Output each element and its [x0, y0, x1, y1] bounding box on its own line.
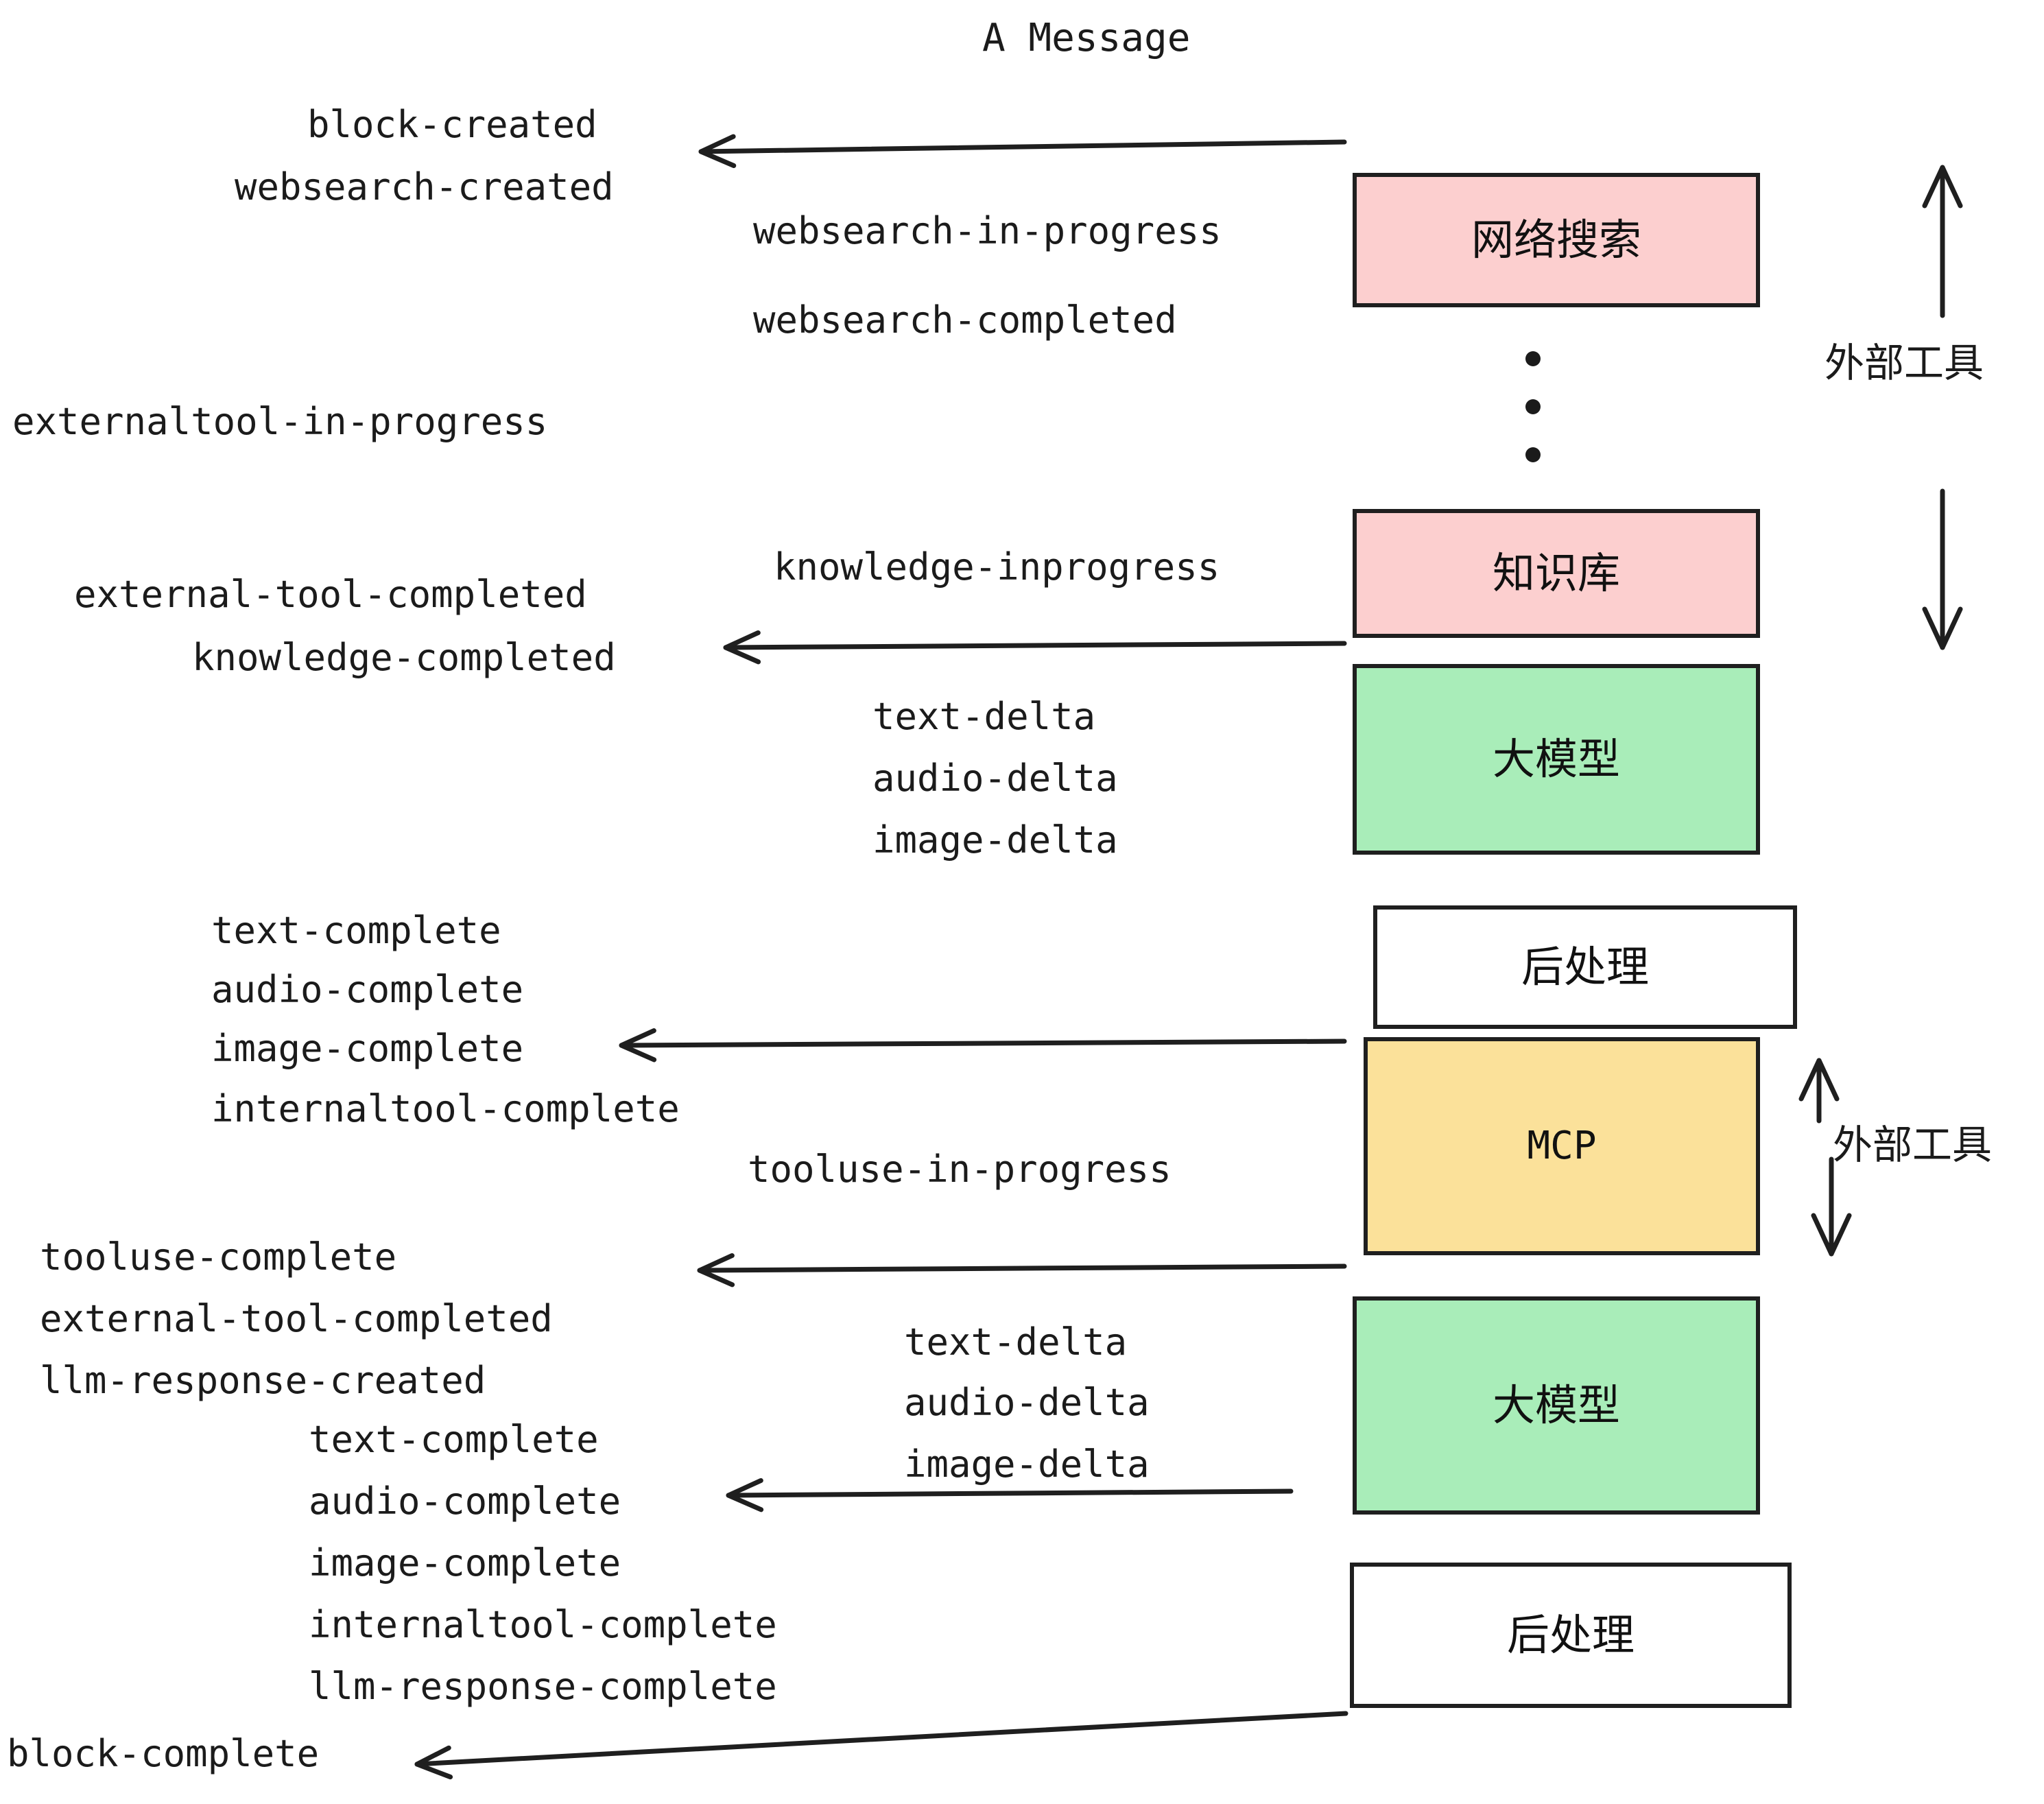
event-label-tooluse-complete: tooluse-complete [40, 1235, 397, 1279]
event-label-external-tool-completed-1: external-tool-completed [74, 573, 587, 616]
node-llm-2: 大模型 [1353, 1296, 1760, 1515]
node-knowledge: 知识库 [1353, 509, 1760, 638]
event-label-block-created: block-created [307, 103, 597, 146]
event-label-knowledge-inprogress: knowledge-inprogress [774, 545, 1220, 589]
event-label-externaltool-in-progress: externaltool-in-progress [12, 400, 548, 443]
event-label-image-delta-1: image-delta [872, 818, 1118, 862]
node-post-1: 后处理 [1373, 905, 1797, 1029]
node-mcp: MCP [1364, 1037, 1760, 1255]
event-label-websearch-in-progress: websearch-in-progress [753, 209, 1222, 252]
event-label-audio-delta-1: audio-delta [872, 757, 1118, 800]
event-label-audio-complete-2: audio-complete [309, 1480, 621, 1523]
event-label-block-complete: block-complete [7, 1732, 320, 1775]
event-label-text-complete-2: text-complete [309, 1418, 599, 1461]
arrow-external-tools-range-down-bottom [1811, 1156, 1852, 1257]
event-label-audio-delta-2: audio-delta [904, 1381, 1150, 1424]
side-label-external-tools-bottom: 外部工具 [1833, 1121, 1993, 1168]
event-label-websearch-created: websearch-created [235, 165, 614, 209]
arrow-external-tools-range-down-top [1922, 488, 1963, 650]
event-label-image-complete-2: image-complete [309, 1541, 621, 1585]
event-label-text-complete-1: text-complete [211, 909, 501, 952]
event-label-llm-response-created: llm-response-created [40, 1359, 486, 1402]
ellipsis-dot-icon [1525, 351, 1541, 366]
node-websearch: 网络搜索 [1353, 173, 1760, 307]
arrow-arrow-mcp-out [697, 1253, 1347, 1287]
arrow-arrow-post2-out [414, 1711, 1348, 1780]
event-label-internaltool-complete-1: internaltool-complete [211, 1087, 680, 1130]
node-post-2: 后处理 [1350, 1563, 1792, 1708]
node-llm-1: 大模型 [1353, 664, 1760, 855]
arrow-arrow-knowledge-out [723, 630, 1347, 665]
event-label-text-delta-2: text-delta [904, 1320, 1128, 1364]
event-label-websearch-completed: websearch-completed [753, 298, 1177, 342]
side-label-external-tools-top: 外部工具 [1825, 340, 1984, 386]
event-label-text-delta-1: text-delta [872, 695, 1096, 738]
event-label-external-tool-completed-2: external-tool-completed [40, 1297, 553, 1340]
event-label-internaltool-complete-2: internaltool-complete [309, 1603, 777, 1646]
event-label-audio-complete-1: audio-complete [211, 968, 524, 1011]
event-label-image-complete-1: image-complete [211, 1027, 524, 1070]
ellipsis-dot-icon [1525, 399, 1541, 414]
event-label-image-delta-2: image-delta [904, 1443, 1150, 1486]
arrow-arrow-websearch-out [698, 134, 1347, 168]
arrow-external-tools-range-up-top [1922, 165, 1963, 318]
arrow-arrow-llm1-out [619, 1028, 1347, 1063]
event-label-tooluse-in-progress: tooluse-in-progress [748, 1148, 1172, 1191]
event-label-llm-response-complete: llm-response-complete [309, 1665, 777, 1708]
ellipsis-dot-icon [1525, 447, 1541, 462]
page-title: A Message [982, 16, 1191, 60]
arrow-external-tools-range-up-bottom [1798, 1058, 1840, 1124]
event-label-knowledge-completed: knowledge-completed [192, 636, 616, 679]
